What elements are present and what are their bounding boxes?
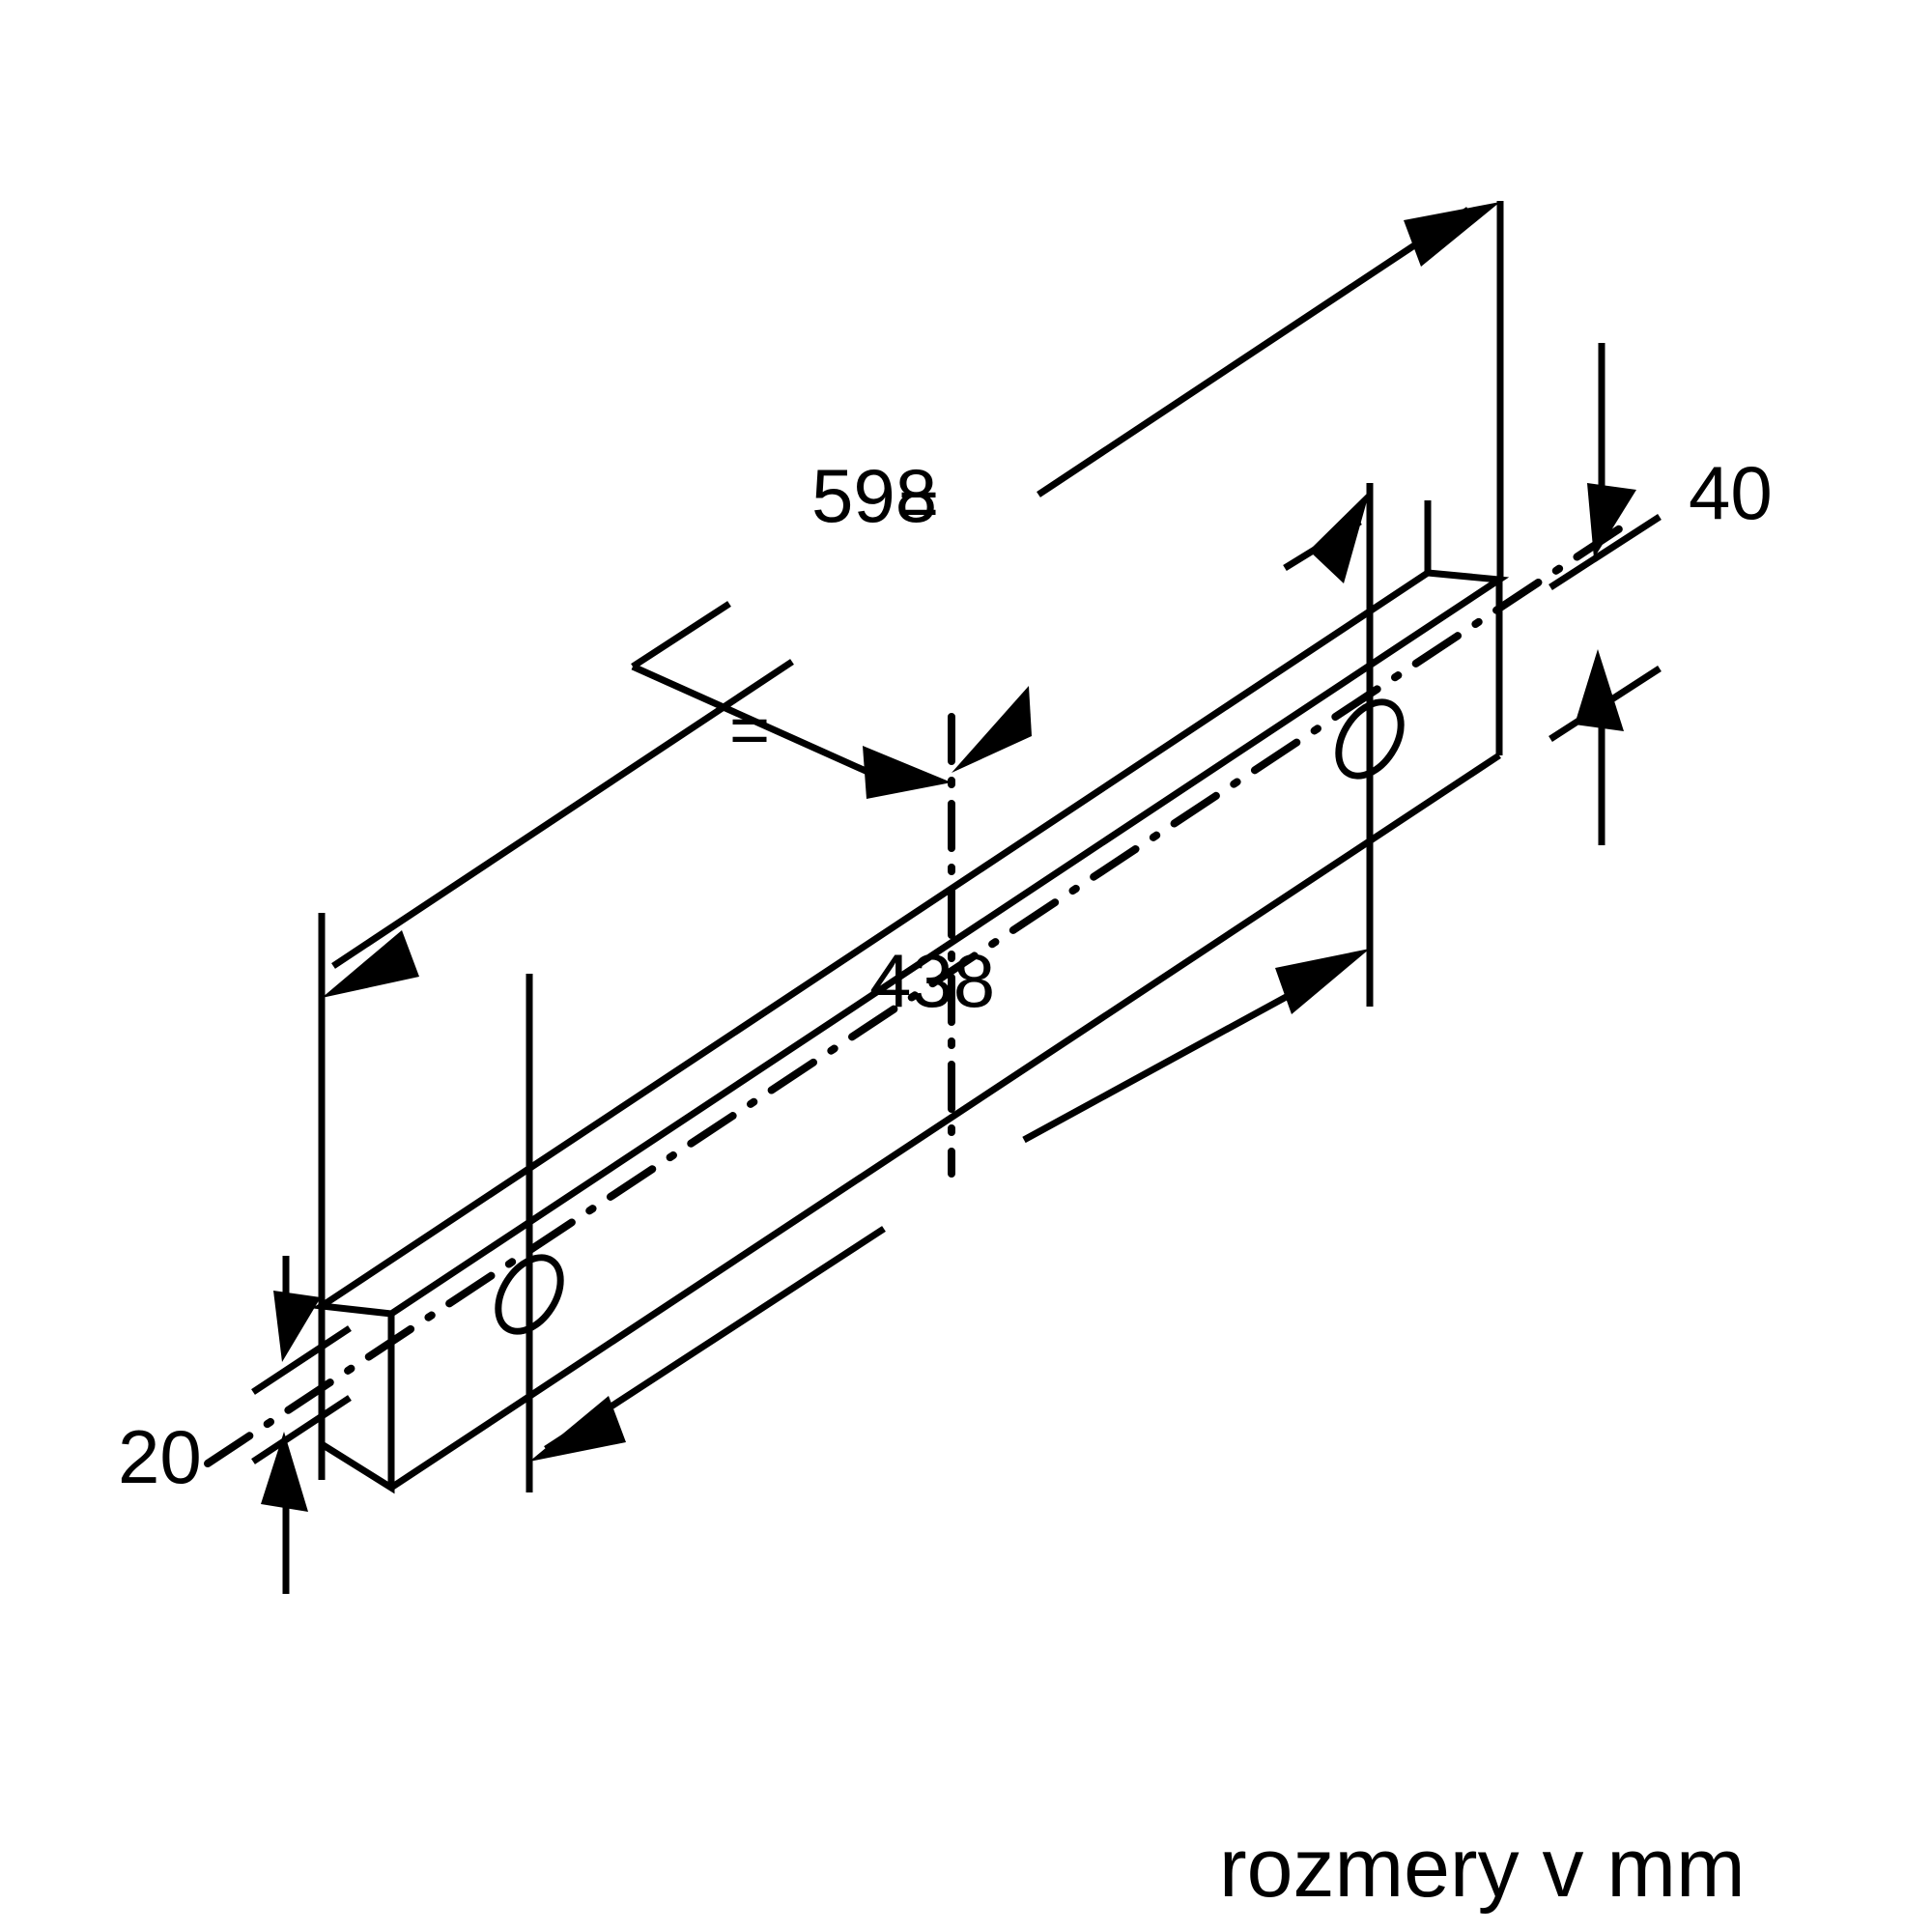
dimension-438-arrow-left (529, 1396, 626, 1462)
equality-arrow-right-stem2 (1022, 708, 1031, 719)
dimension-598-arrow-right (1404, 202, 1500, 267)
dimension-598-arrow-left (322, 930, 419, 998)
dimension-598: 598 (322, 202, 1500, 998)
dimension-598-line-right (1037, 207, 1470, 497)
dimension-438-label: 438 (869, 938, 995, 1023)
bar-left-end-face (318, 1306, 395, 1494)
dimension-40-arrow-bottom (1575, 649, 1624, 731)
dimension-598-line-left (331, 659, 794, 969)
axis-centerline (204, 523, 1627, 1467)
dimension-20-label: 20 (118, 1414, 202, 1499)
hole-left-ellipse (495, 1254, 564, 1335)
dimension-40-arrow-top (1587, 483, 1636, 558)
dimension-20: 20 (118, 1256, 352, 1594)
equality-arrow-right-head (952, 686, 1032, 773)
dimension-438: 438 (529, 938, 1370, 1462)
equality-arrow-left-stem2 (631, 663, 876, 779)
dimension-40-label: 40 (1689, 450, 1773, 535)
dimension-20-witness-bottom (251, 1395, 352, 1464)
equality-marks: = = (631, 465, 1370, 799)
dimension-20-arrowhead-bottom (261, 1432, 308, 1512)
dimension-20-arrowhead-top (273, 1291, 321, 1362)
equality-arrow-left-head (863, 746, 952, 799)
hole-right-ellipse (1335, 698, 1405, 780)
dimension-20-witness-top (251, 1325, 352, 1395)
bar-body (312, 569, 1510, 1494)
bar-front-bottom-edge (389, 753, 1501, 1491)
equality-mark-left: = (729, 692, 770, 769)
equality-arrow-left-stem (631, 601, 731, 669)
equality-mark-right: = (898, 465, 939, 542)
hole-left (495, 1254, 564, 1335)
dimension-598-label: 598 (811, 453, 937, 538)
dimension-40: 40 (1548, 343, 1773, 845)
dimension-40-witness-top (1548, 514, 1662, 590)
dimension-438-arrow-right (1275, 949, 1370, 1014)
extension-lines (318, 201, 1504, 1492)
units-note: rozmery v mm (1219, 1822, 1746, 1915)
equality-arrow-right2-head (1309, 491, 1370, 583)
hole-right (1335, 698, 1405, 780)
center-axis-group (204, 523, 1627, 1467)
